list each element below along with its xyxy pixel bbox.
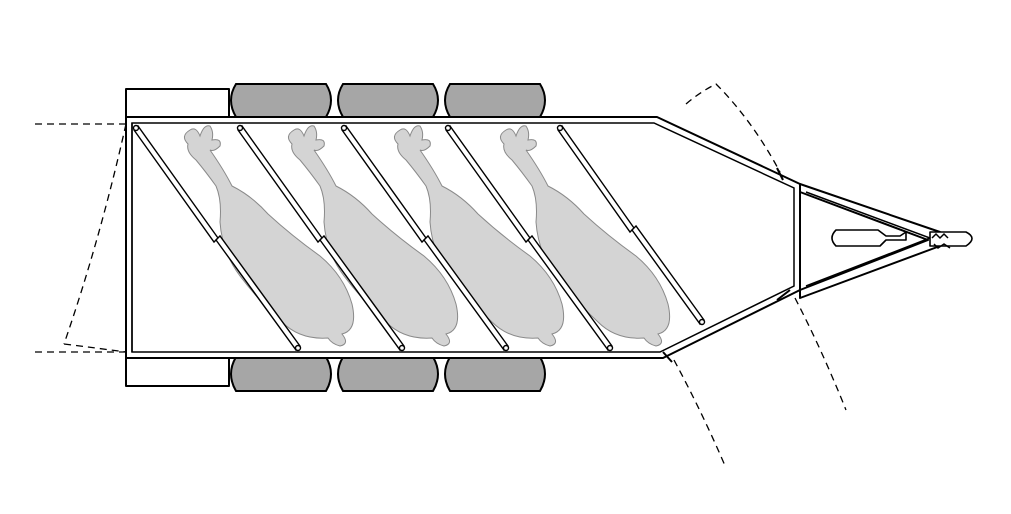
horse-2 <box>288 125 459 347</box>
partition-4 <box>444 124 614 352</box>
front-door-seam-bottom <box>776 289 791 301</box>
front-door-swing-outline <box>673 83 847 469</box>
wheels-bottom <box>230 356 546 392</box>
horse-1 <box>184 125 355 347</box>
partition-3 <box>340 124 510 352</box>
wheel-top-1 <box>230 83 332 118</box>
wheel-bottom-2 <box>337 356 439 392</box>
wheel-top-2 <box>337 83 439 118</box>
horses <box>184 125 671 347</box>
wheel-bottom-3 <box>444 356 546 392</box>
stall-partitions <box>132 124 706 352</box>
wheels-top <box>230 83 546 118</box>
hitch-coupler <box>831 229 973 249</box>
jockey-wheel <box>831 229 907 247</box>
rear-corner-top <box>125 88 230 118</box>
partition-1 <box>132 124 302 352</box>
horse-4 <box>500 125 671 347</box>
partition-2 <box>236 124 406 352</box>
partition-5 <box>556 124 706 326</box>
front-door-seam-top <box>776 167 784 181</box>
wheel-top-3 <box>444 83 546 118</box>
rear-corner-bottom <box>125 356 230 387</box>
rear-door-swing-outline <box>32 123 127 353</box>
wheel-bottom-1 <box>230 356 332 392</box>
horse-3 <box>394 125 565 347</box>
coupling-head <box>929 231 973 247</box>
